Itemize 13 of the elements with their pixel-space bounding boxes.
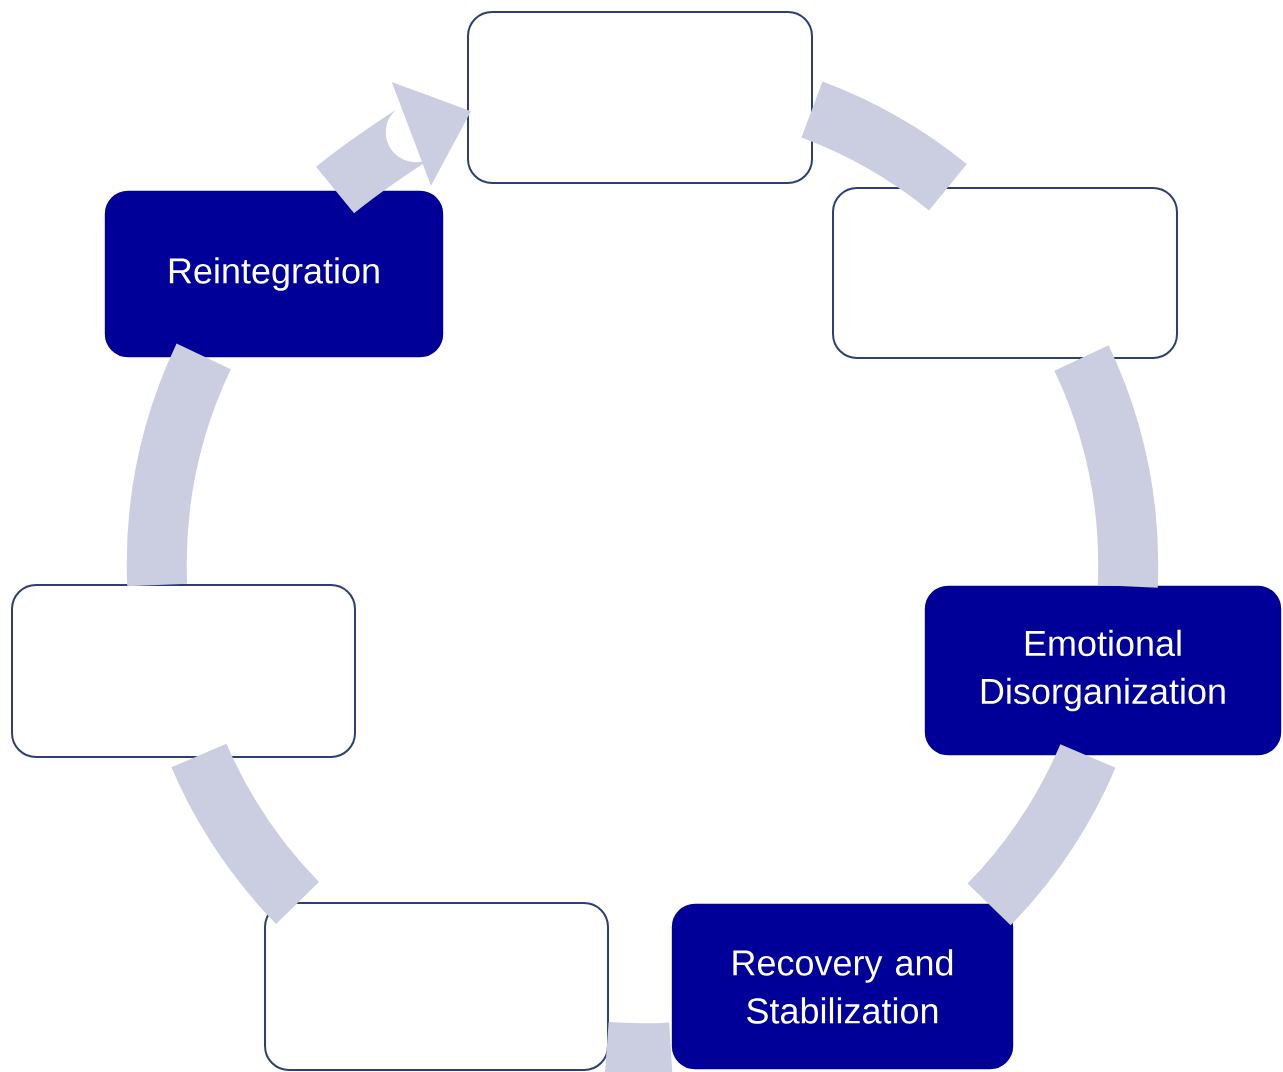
- ring-segment: [967, 743, 1116, 926]
- ring-segment: [801, 81, 967, 211]
- empty-box: [467, 11, 813, 184]
- ring-segment: [126, 344, 232, 586]
- process-box: Recovery and Stabilization: [670, 902, 1015, 1071]
- process-box: Reintegration: [103, 189, 445, 359]
- empty-box: [11, 584, 356, 758]
- process-box: Emotional Disorganization: [923, 584, 1283, 757]
- ring-segment: [604, 1022, 673, 1072]
- empty-box: [264, 902, 609, 1071]
- ring-segment: [171, 743, 320, 924]
- empty-box: [832, 187, 1178, 359]
- ring-segment: [1054, 345, 1159, 588]
